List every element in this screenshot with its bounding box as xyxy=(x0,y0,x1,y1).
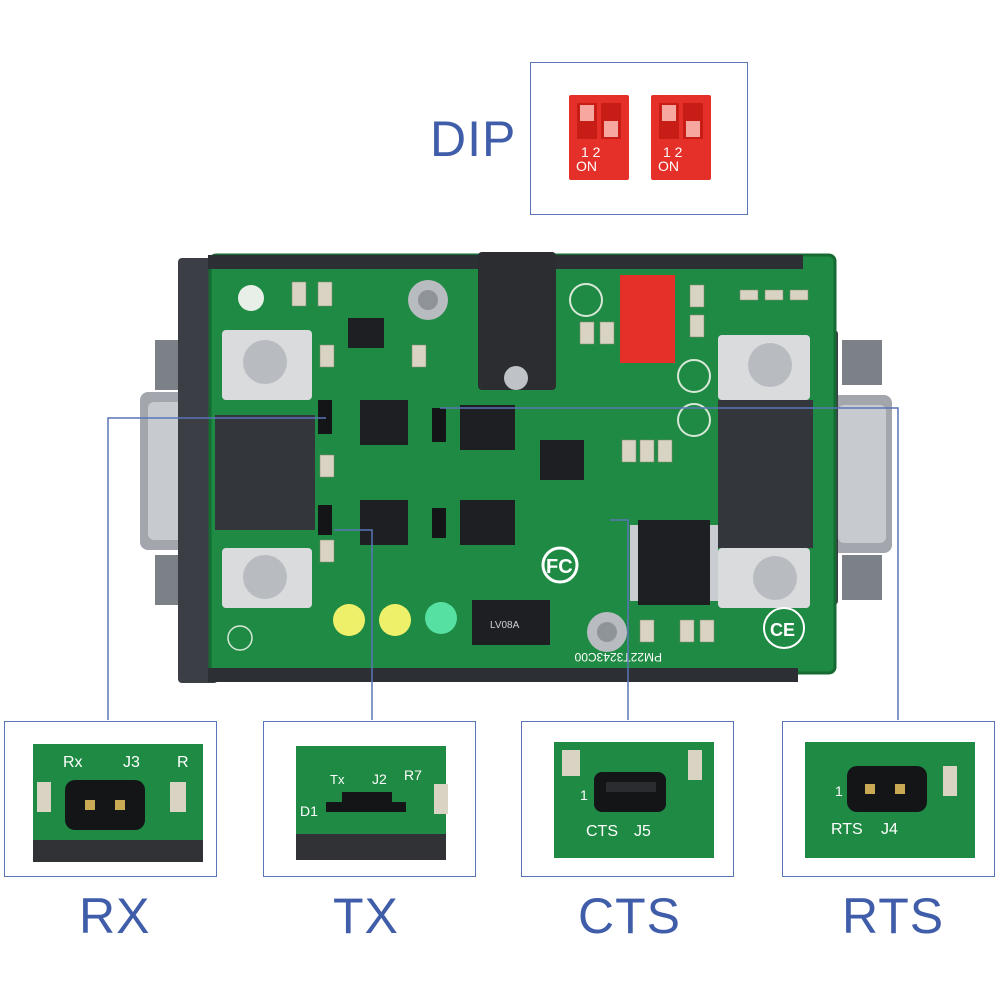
tx-silk-label: Tx xyxy=(330,772,345,787)
rts-silk-label: RTS xyxy=(831,821,863,838)
dip-switch-2[interactable]: 1 2 ON xyxy=(651,95,711,180)
ic-marking: LV08A xyxy=(490,620,520,631)
dip-switch-2-on: ON xyxy=(658,158,679,174)
left-connector-body xyxy=(215,415,315,530)
dip-switch-1[interactable]: 1 2 ON xyxy=(569,95,629,180)
cts-zoom-frame: 1 CTS J5 xyxy=(521,721,734,877)
cts-label: CTS xyxy=(578,888,681,944)
callout-lines xyxy=(107,407,899,720)
tx-diode-ref: D1 xyxy=(300,803,318,819)
ce-mark: CE xyxy=(770,620,795,640)
ic-chips xyxy=(348,318,710,645)
dip-switch-1-numbers: 1 2 xyxy=(581,144,601,160)
dip-label: DIP xyxy=(430,111,517,167)
right-db9-connector xyxy=(830,340,892,600)
tx-label: TX xyxy=(333,888,399,944)
rts-label: RTS xyxy=(842,888,945,944)
board-jumpers[interactable] xyxy=(318,400,446,538)
rx-jumper-header[interactable] xyxy=(65,780,145,830)
cts-pin1-label: 1 xyxy=(580,787,588,803)
fcc-logo xyxy=(541,546,579,584)
rx-zoom-frame: Rx J3 R xyxy=(4,721,217,877)
rts-pin1-label: 1 xyxy=(835,783,843,799)
dc-jack xyxy=(478,252,556,390)
left-rail xyxy=(178,258,218,683)
rts-jumper-ref: J4 xyxy=(881,821,898,838)
tx-jumper-ref: J2 xyxy=(372,771,387,787)
cts-jumper-ref: J5 xyxy=(634,823,651,840)
dip-frame: 1 2 ON 1 2 ON xyxy=(530,62,748,215)
rx-jumper-ref: J3 xyxy=(123,754,140,771)
rx-label: RX xyxy=(79,888,151,944)
tx-extra-ref: R7 xyxy=(404,767,422,783)
rx-extra-ref: R xyxy=(177,754,189,771)
right-connector-body xyxy=(718,400,813,548)
ce-circle xyxy=(763,607,805,649)
dip-switch-2-numbers: 1 2 xyxy=(663,144,683,160)
board-logo xyxy=(238,285,264,311)
rts-jumper-header[interactable] xyxy=(847,766,927,812)
tx-zoom-frame: Tx J2 R7 D1 xyxy=(263,721,476,877)
led-yellow-2 xyxy=(379,604,411,636)
rx-silk-label: Rx xyxy=(63,754,83,771)
board-part-number: PM22T3243C00 xyxy=(574,650,662,664)
led-yellow-1 xyxy=(333,604,365,636)
cts-silk-label: CTS xyxy=(586,823,618,840)
smd-components xyxy=(291,281,809,643)
board-dip-switch[interactable] xyxy=(620,275,675,363)
rts-zoom-frame: 1 RTS J4 xyxy=(782,721,995,877)
fcc-mark: FC xyxy=(546,556,573,578)
dip-switch-1-on: ON xyxy=(576,158,597,174)
led-green xyxy=(425,602,457,634)
